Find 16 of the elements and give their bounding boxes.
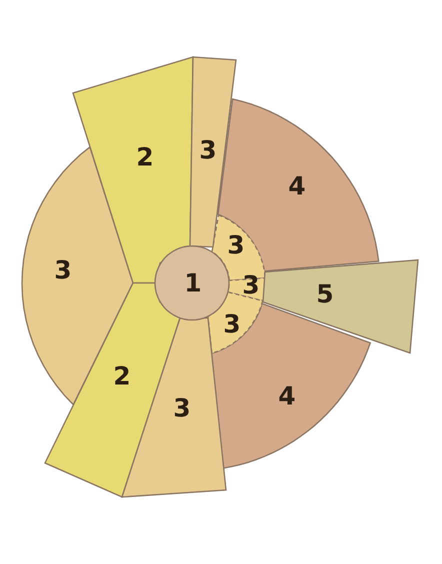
segment-number: 3 (173, 396, 191, 420)
segment-number: 2 (113, 364, 131, 388)
segment-number: 3 (227, 232, 245, 258)
ring-segment (218, 99, 379, 272)
ring-segment (22, 147, 133, 405)
segment-number: 1 (184, 270, 202, 296)
segment-number: 2 (136, 144, 154, 170)
segment-number: 3 (54, 257, 72, 282)
segment-number: 4 (288, 173, 306, 198)
segment-number: 3 (199, 138, 217, 162)
segment-number: 3 (242, 272, 260, 298)
segment-number: 4 (278, 383, 296, 408)
ring-segment (210, 303, 370, 468)
wedge-segment (263, 260, 418, 353)
segment-number: 5 (316, 282, 334, 306)
segment-number: 3 (223, 311, 241, 336)
